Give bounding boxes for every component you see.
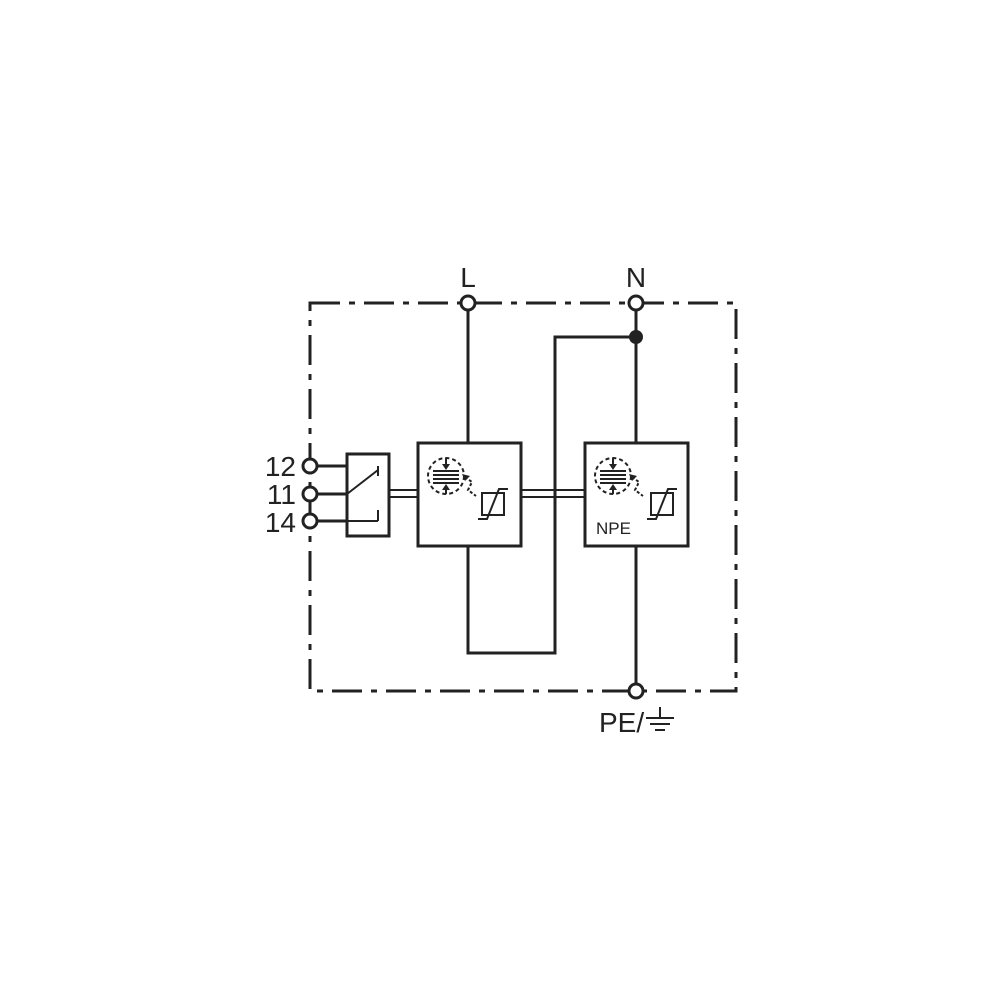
label-11: 11 (267, 479, 296, 510)
terminal-14 (301, 512, 319, 530)
changeover-contact-icon (346, 466, 379, 522)
thermal-disconnector-icon (427, 457, 477, 497)
earth-ground-icon (646, 707, 674, 731)
label-pe: PE/ (599, 707, 644, 738)
protection-module-l (416, 441, 523, 548)
mechanical-coupling-right (521, 489, 585, 498)
mechanical-coupling-left (389, 489, 418, 498)
label-14: 14 (265, 507, 296, 538)
terminal-n (627, 294, 645, 312)
terminal-pe (627, 682, 645, 700)
terminal-12 (301, 457, 319, 475)
varistor-icon (478, 488, 508, 520)
label-n: N (626, 262, 646, 293)
remote-signal-contact (316, 452, 391, 538)
terminal-l (459, 294, 477, 312)
protection-module-npe: NPE (583, 441, 690, 548)
label-l: L (460, 262, 476, 293)
varistor-icon (647, 488, 677, 520)
thermal-disconnector-icon (594, 457, 644, 497)
label-12: 12 (265, 451, 296, 482)
terminal-11 (301, 485, 319, 503)
wire-n-branch (466, 335, 636, 655)
module-label-npe: NPE (596, 519, 631, 538)
junction-dot (629, 330, 643, 344)
